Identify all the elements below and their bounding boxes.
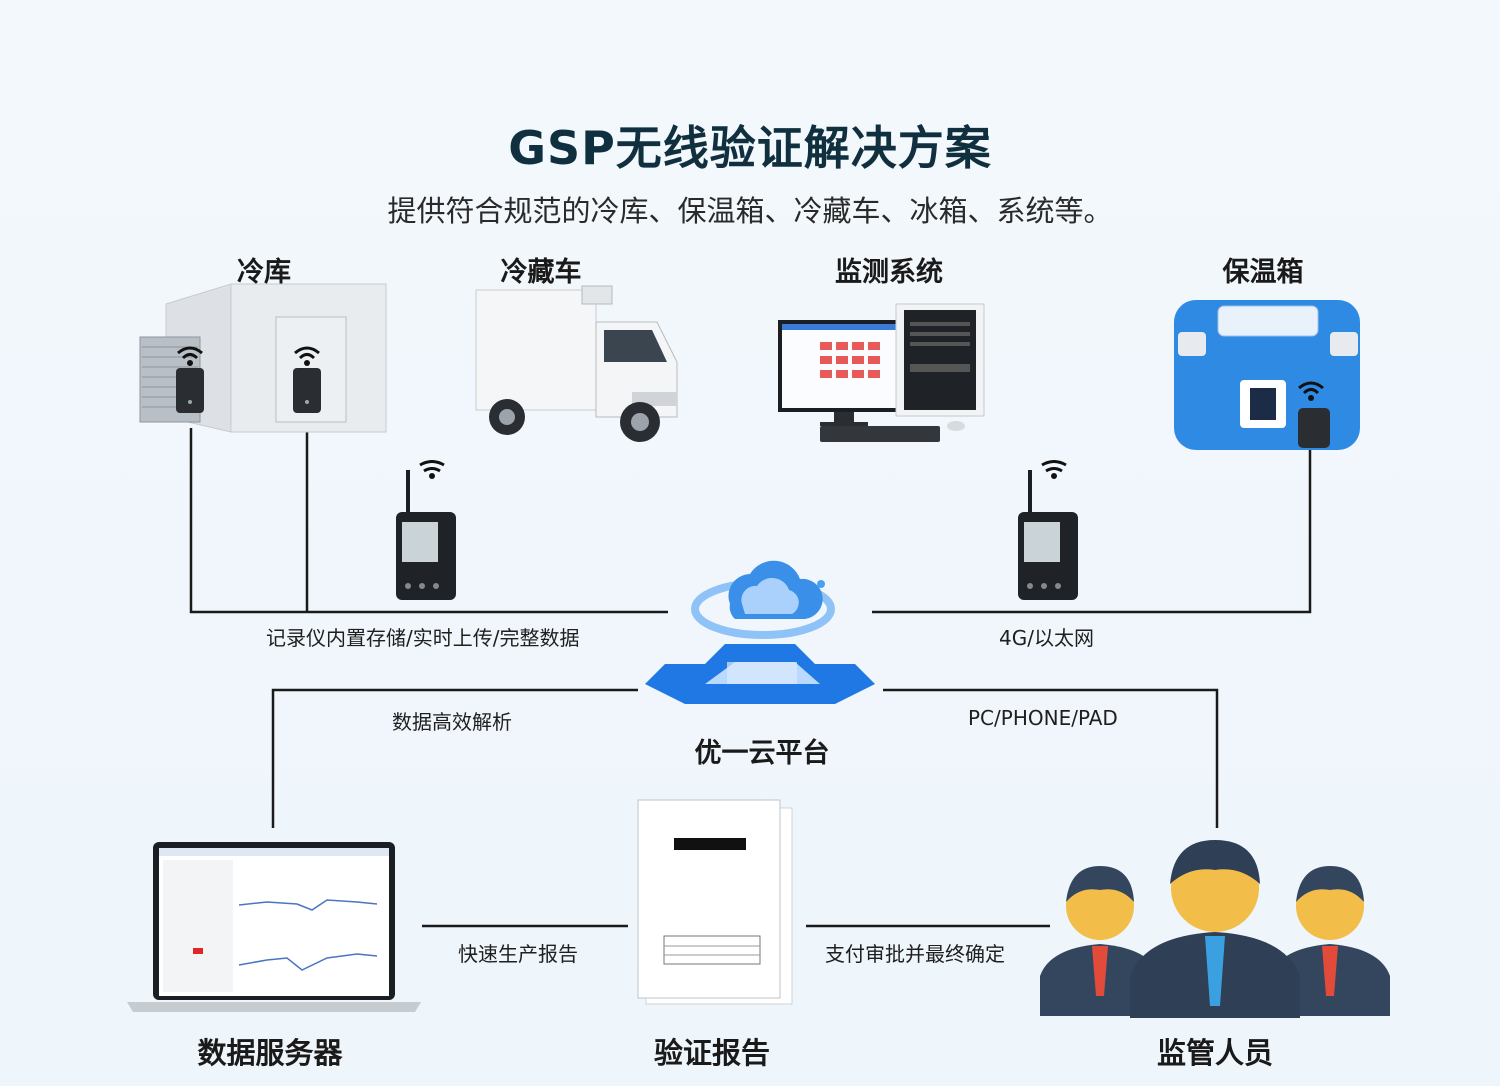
- label-monitoring-system: 监测系统: [835, 257, 943, 288]
- incubator-box-icon: [1174, 300, 1360, 450]
- edge-label-left-top: 记录仪内置存储/实时上传/完整数据: [266, 626, 580, 650]
- wire-server: [271, 688, 638, 828]
- wire-incubator: [872, 448, 1312, 614]
- report-document-icon: [637, 799, 793, 1005]
- wire-coldroom-1: [189, 428, 668, 614]
- label-data-server: 数据服务器: [197, 1036, 343, 1070]
- edge-label-right-bottom: 支付审批并最终确定: [825, 942, 1005, 966]
- laptop-icon: [127, 842, 421, 1012]
- person-center: [1130, 840, 1300, 1018]
- people-group-icon: [1040, 840, 1390, 1018]
- cloud-platform-label: 优一云平台: [694, 738, 830, 769]
- edge-label-right-mid: PC/PHONE/PAD: [968, 706, 1118, 730]
- edge-label-right-top: 4G/以太网: [999, 626, 1094, 650]
- wifi-icon: [294, 346, 320, 366]
- edge-label-left-bottom: 快速生产报告: [458, 942, 578, 966]
- wifi-icon: [1298, 381, 1324, 401]
- cold-storage-room-icon: [139, 283, 387, 433]
- wire-supervisors: [883, 688, 1219, 828]
- edge-label-left-mid: 数据高效解析: [392, 710, 512, 734]
- cloud-platform-icon: [645, 560, 875, 704]
- label-supervisors: 监管人员: [1156, 1036, 1273, 1070]
- label-report: 验证报告: [653, 1036, 770, 1070]
- data-logger-icon: [396, 460, 456, 600]
- data-logger-icon: [1018, 460, 1078, 600]
- page-subtitle: 提供符合规范的冷库、保温箱、冷藏车、冰箱、系统等。: [387, 194, 1113, 228]
- label-incubator: 保温箱: [1222, 257, 1304, 288]
- page-title: GSP无线验证解决方案: [508, 121, 992, 175]
- wifi-icon: [177, 346, 203, 366]
- refrigerated-truck-icon: [475, 285, 678, 442]
- label-refrigerated-truck: 冷藏车: [500, 257, 582, 288]
- label-cold-storage: 冷库: [237, 257, 291, 288]
- computer-monitor-icon: [778, 303, 985, 442]
